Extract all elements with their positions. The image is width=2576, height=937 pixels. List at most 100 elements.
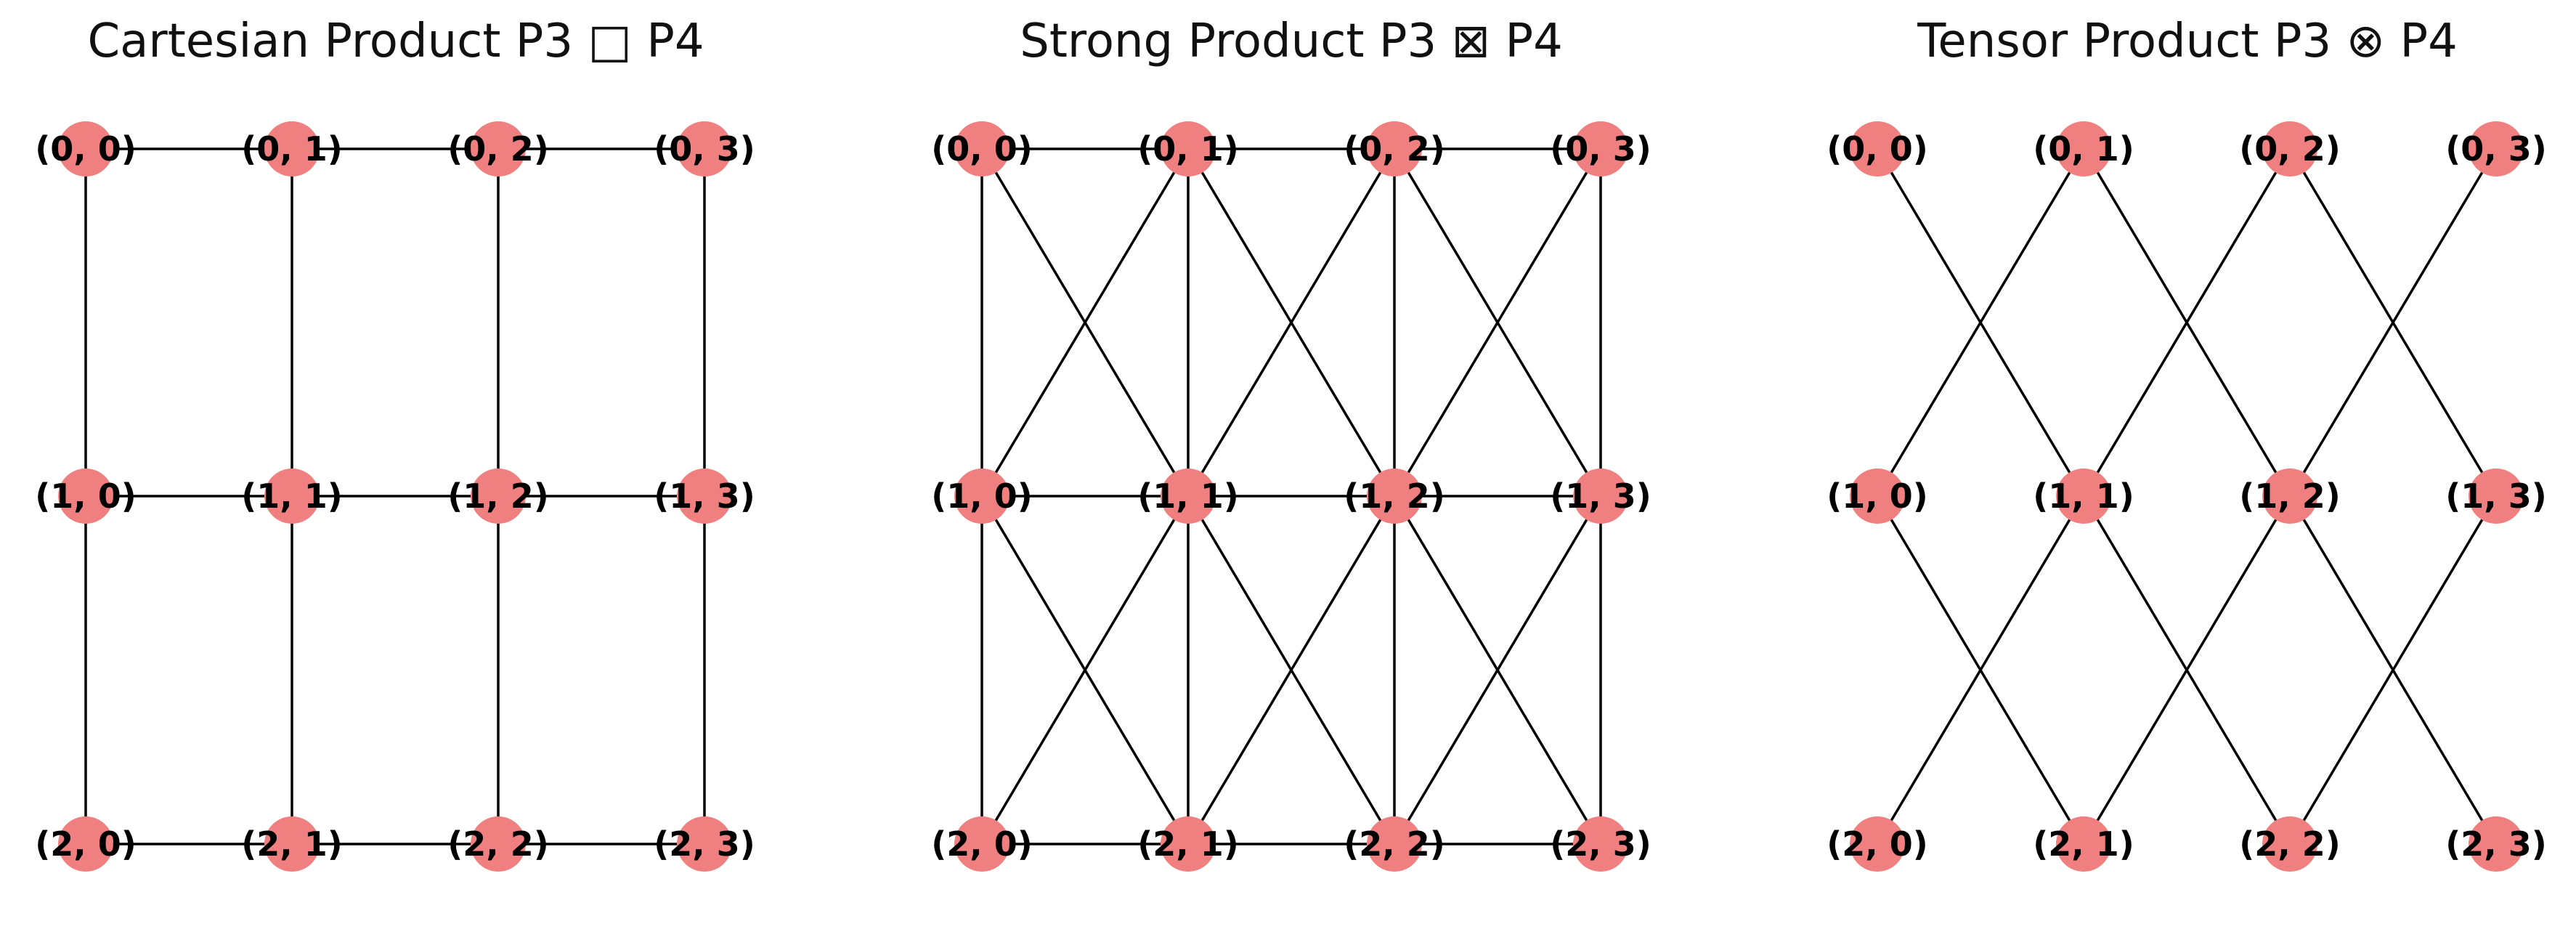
node-label: (1, 1) xyxy=(2033,476,2134,516)
node-cartesian-0-0: (0, 0) xyxy=(35,121,137,177)
node-label: (2, 0) xyxy=(1827,824,1928,864)
edge-strong-01-10 xyxy=(980,148,1190,497)
node-label: (1, 3) xyxy=(2445,476,2547,516)
node-label: (1, 0) xyxy=(931,476,1033,516)
edges-tensor xyxy=(1876,148,2498,845)
node-circle xyxy=(1367,468,1422,524)
node-label: (1, 2) xyxy=(447,476,549,516)
node-strong-0-2: (0, 2) xyxy=(1344,121,1445,177)
node-strong-0-1: (0, 1) xyxy=(1137,121,1239,177)
node-circle xyxy=(677,816,732,872)
node-cartesian-2-1: (2, 1) xyxy=(241,816,343,872)
panel-title-cartesian: Cartesian Product P3 □ P4 xyxy=(87,15,704,68)
node-strong-2-0: (2, 0) xyxy=(931,816,1033,872)
node-label: (0, 3) xyxy=(654,129,755,169)
node-circle xyxy=(2469,468,2524,524)
edge-strong-03-12 xyxy=(1393,148,1602,497)
node-strong-0-0: (0, 0) xyxy=(931,121,1033,177)
node-label: (0, 0) xyxy=(1827,129,1928,169)
node-strong-0-3: (0, 3) xyxy=(1550,121,1651,177)
edge-tensor-03-12 xyxy=(2288,148,2498,497)
node-label: (2, 2) xyxy=(447,824,549,864)
node-label: (0, 2) xyxy=(447,129,549,169)
edge-tensor-13-22 xyxy=(2288,495,2498,845)
node-tensor-0-1: (0, 1) xyxy=(2033,121,2134,177)
edge-strong-02-11 xyxy=(1187,148,1396,497)
node-tensor-2-3: (2, 3) xyxy=(2445,816,2547,872)
node-cartesian-1-1: (1, 1) xyxy=(241,468,343,524)
node-cartesian-0-1: (0, 1) xyxy=(241,121,343,177)
node-circle xyxy=(1850,816,1905,872)
node-label: (1, 1) xyxy=(1137,476,1239,516)
node-label: (0, 3) xyxy=(2445,129,2547,169)
node-circle xyxy=(2262,121,2317,177)
node-circle xyxy=(1850,468,1905,524)
node-label: (1, 3) xyxy=(654,476,755,516)
node-label: (0, 3) xyxy=(1550,129,1651,169)
node-tensor-1-2: (1, 2) xyxy=(2239,468,2341,524)
panel-tensor: Tensor Product P3 ⊗ P4 (0, 0)(0, 1)(0, 2… xyxy=(1827,15,2547,872)
node-circle xyxy=(2262,468,2317,524)
node-label: (0, 1) xyxy=(241,129,343,169)
nodes-strong: (0, 0) (0, 1) (0, 2) (0, 3) (1, 0) (1, 1) (1, … xyxy=(931,121,1651,872)
panel-strong: Strong Product P3 ⊠ P4 (0, 0) (0, 1) (0, 2… xyxy=(931,15,1651,872)
node-strong-1-0: (1, 0) xyxy=(931,468,1033,524)
node-tensor-0-3: (0, 3) xyxy=(2445,121,2547,177)
edges-strong xyxy=(980,147,1602,845)
node-strong-1-2: (1, 2) xyxy=(1344,468,1445,524)
node-tensor-1-3: (1, 3) xyxy=(2445,468,2547,524)
node-circle xyxy=(58,468,113,524)
edge-strong-13-22 xyxy=(1393,495,1602,845)
node-label: (1, 0) xyxy=(1827,476,1928,516)
node-label: (2, 3) xyxy=(654,824,755,864)
node-circle xyxy=(677,121,732,177)
node-label: (1, 0) xyxy=(35,476,137,516)
nodes-cartesian: (0, 0) (0, 1) (0, 2) (0, 3) (1, 0) (1, 1) (1, … xyxy=(35,121,755,872)
edge-strong-12-21 xyxy=(1187,495,1396,845)
node-cartesian-0-3: (0, 3) xyxy=(654,121,755,177)
node-circle xyxy=(58,816,113,872)
node-label: (0, 1) xyxy=(1137,129,1239,169)
node-circle xyxy=(1161,121,1216,177)
node-label: (1, 2) xyxy=(2239,476,2341,516)
node-circle xyxy=(677,468,732,524)
node-circle xyxy=(471,816,526,872)
node-circle xyxy=(2469,816,2524,872)
node-label: (2, 3) xyxy=(1550,824,1651,864)
node-cartesian-1-0: (1, 0) xyxy=(35,468,137,524)
node-circle xyxy=(954,468,1009,524)
nodes-tensor: (0, 0) (0, 1) (0, 2) (0, 3) (1, 0) (1, 1) (1, … xyxy=(1827,121,2547,872)
node-label: (0, 1) xyxy=(2033,129,2134,169)
node-circle xyxy=(1161,468,1216,524)
node-strong-2-1: (2, 1) xyxy=(1137,816,1239,872)
node-circle xyxy=(2056,121,2111,177)
node-circle xyxy=(1161,816,1216,872)
panel-title-strong: Strong Product P3 ⊠ P4 xyxy=(1020,15,1563,68)
edge-tensor-02-11 xyxy=(2082,148,2291,497)
node-tensor-0-2: (0, 2) xyxy=(2239,121,2341,177)
node-cartesian-1-2: (1, 2) xyxy=(447,468,549,524)
edge-strong-11-20 xyxy=(980,495,1190,845)
node-circle xyxy=(1573,121,1628,177)
node-tensor-1-0: (1, 0) xyxy=(1827,468,1928,524)
edge-tensor-01-10 xyxy=(1876,148,2085,497)
node-circle xyxy=(2056,468,2111,524)
node-label: (0, 0) xyxy=(35,129,137,169)
node-label: (2, 0) xyxy=(35,824,137,864)
node-circle xyxy=(2056,816,2111,872)
node-label: (2, 2) xyxy=(2239,824,2341,864)
node-cartesian-2-2: (2, 2) xyxy=(447,816,549,872)
node-circle xyxy=(264,121,320,177)
node-label: (0, 2) xyxy=(2239,129,2341,169)
edge-tensor-11-20 xyxy=(1876,495,2085,845)
node-circle xyxy=(954,816,1009,872)
node-circle xyxy=(954,121,1009,177)
node-tensor-1-1: (1, 1) xyxy=(2033,468,2134,524)
node-label: (1, 2) xyxy=(1344,476,1445,516)
node-circle xyxy=(2469,121,2524,177)
node-circle xyxy=(58,121,113,177)
node-tensor-2-1: (2, 1) xyxy=(2033,816,2134,872)
node-strong-2-3: (2, 3) xyxy=(1550,816,1651,872)
